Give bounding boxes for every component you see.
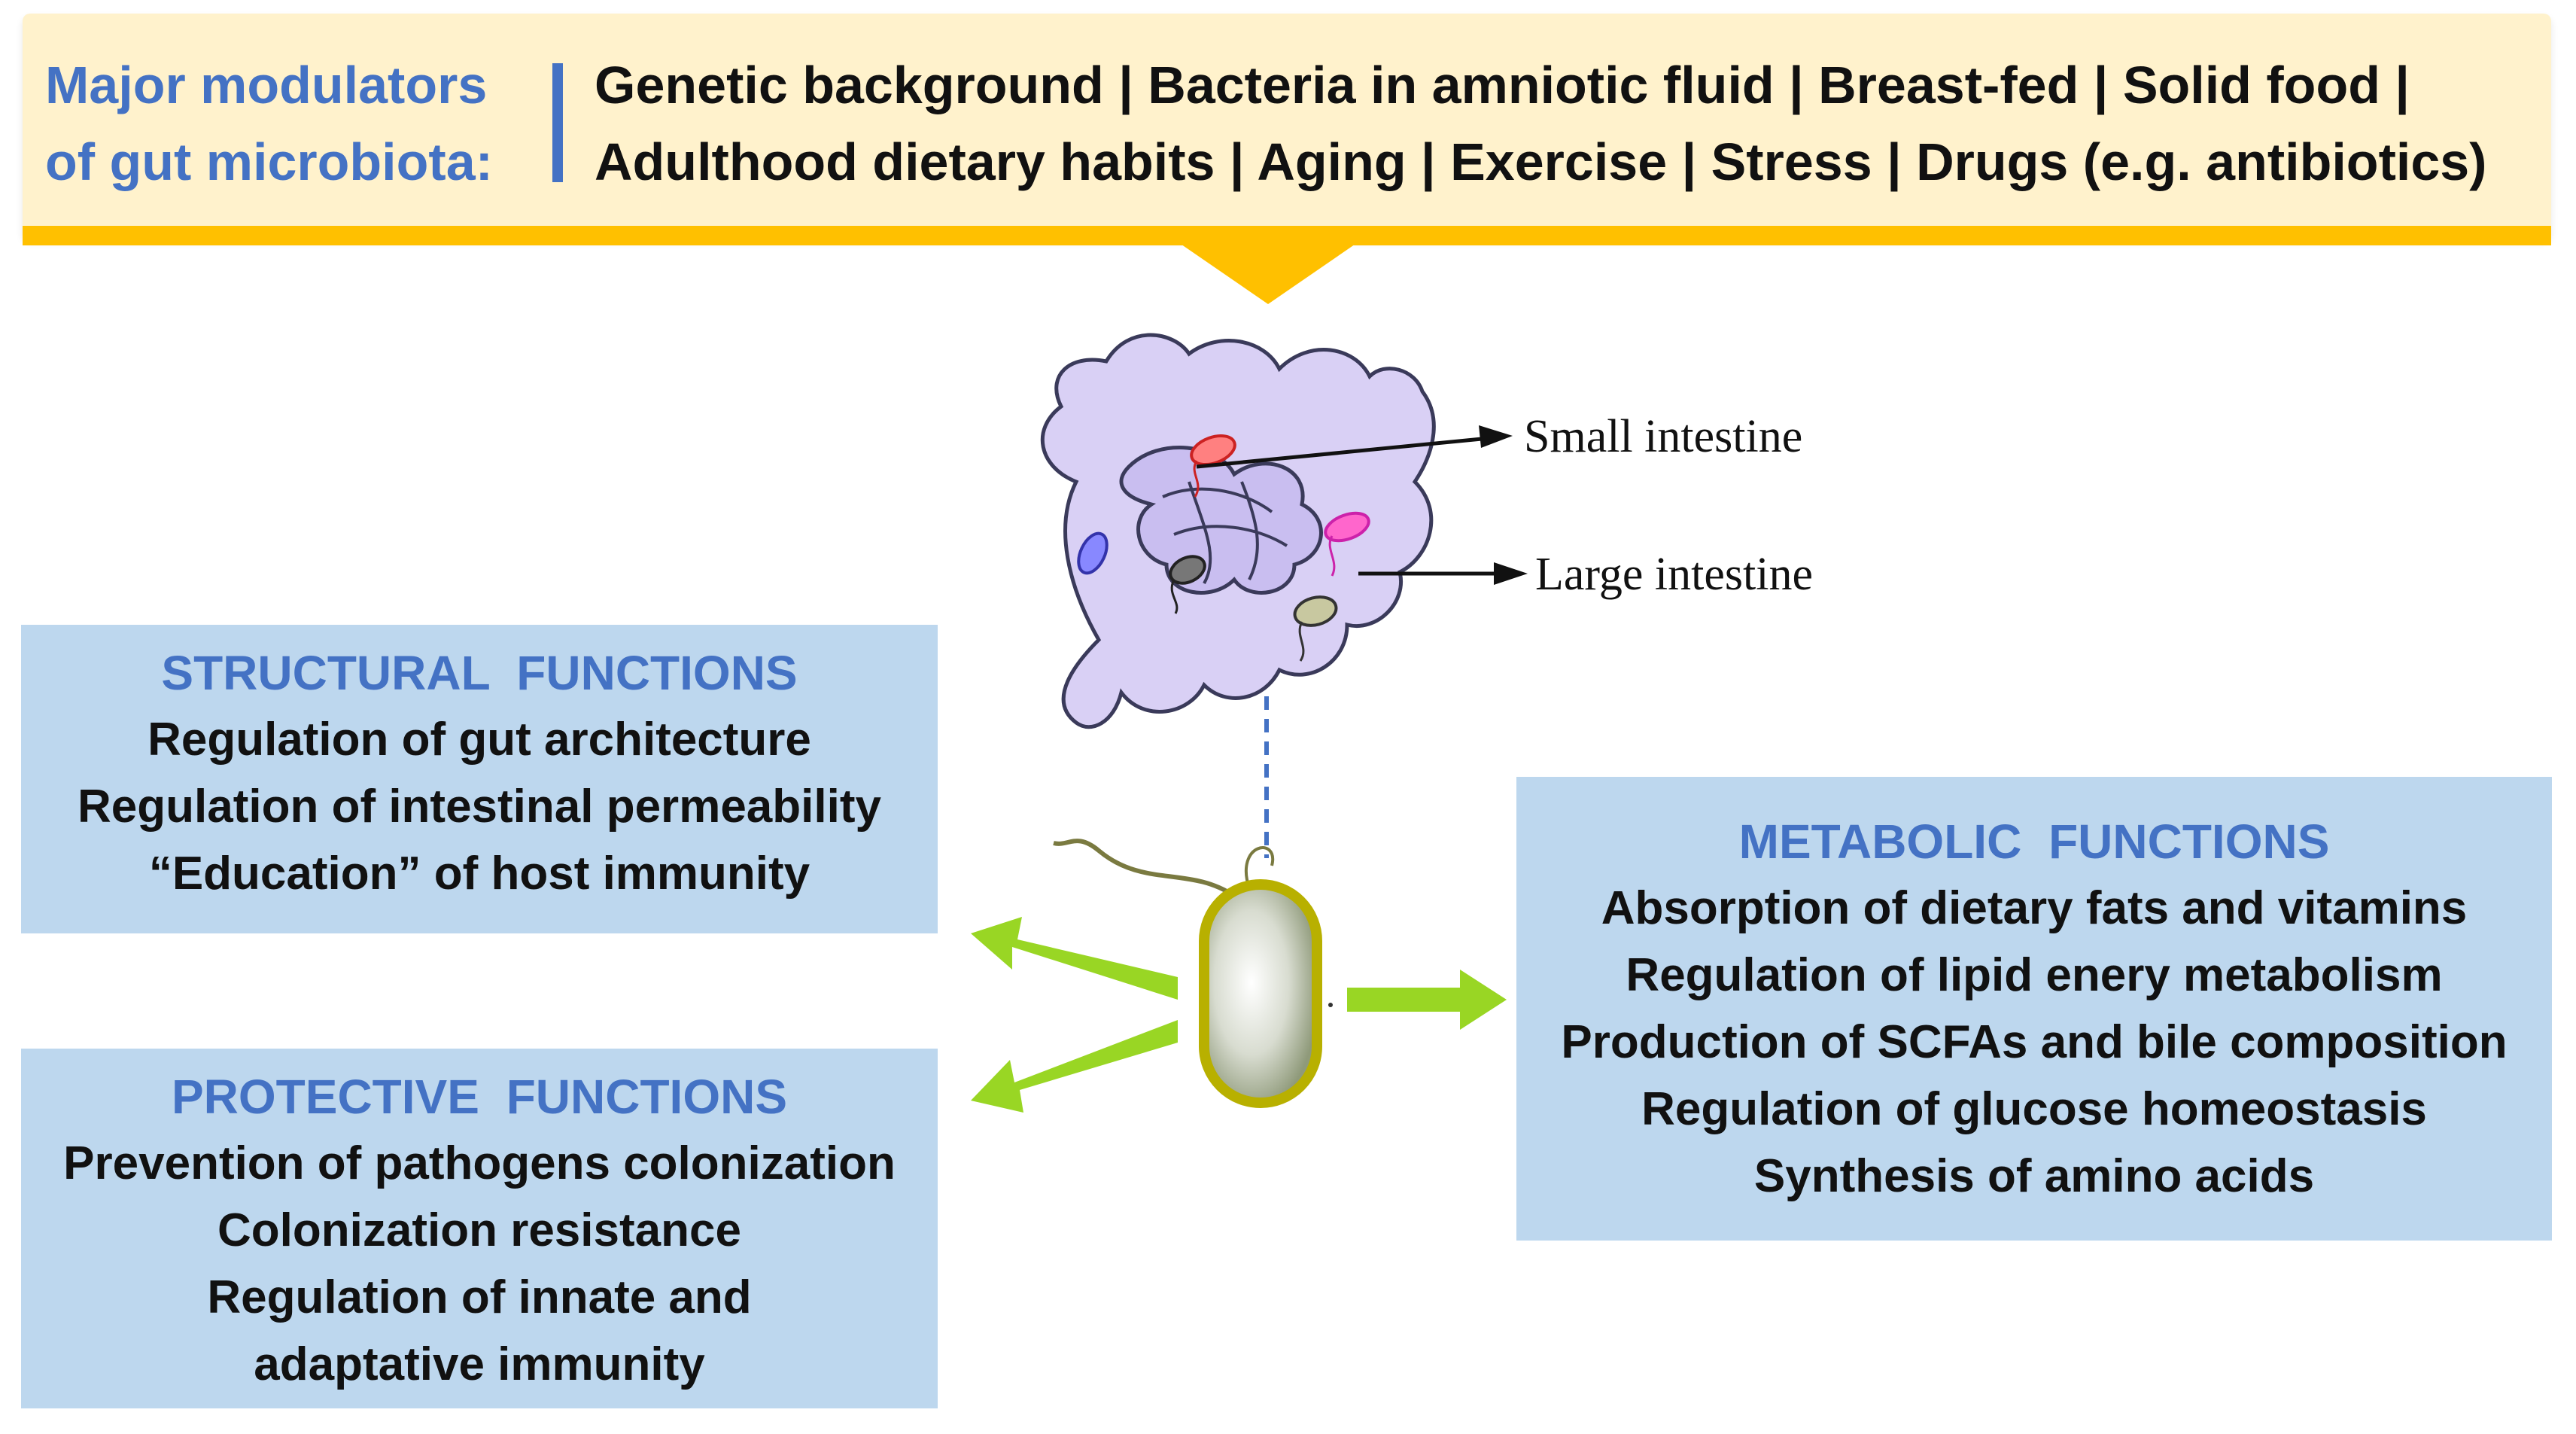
structural-functions-title: STRUCTURAL FUNCTIONS <box>161 646 798 700</box>
metabolic-item: Regulation of lipid enery metabolism <box>1626 949 2443 1001</box>
metabolic-item: Synthesis of amino acids <box>1753 1150 2315 1202</box>
modulators-divider <box>552 63 563 182</box>
bacterium-icon <box>1053 839 1333 1108</box>
green-arrow-icon <box>971 917 1507 1113</box>
small-intestine-label: Small intestine <box>1524 411 1803 462</box>
modulators-list-line-2: Adulthood dietary habits | Aging | Exerc… <box>595 132 2487 191</box>
metabolic-item: Absorption of dietary fats and vitamins <box>1601 882 2468 934</box>
metabolic-functions-box: METABOLIC FUNCTIONS Absorption of dietar… <box>1516 777 2552 1241</box>
protective-item: Colonization resistance <box>217 1204 741 1256</box>
modulators-title-line-1: Major modulators <box>45 56 488 114</box>
protective-functions-box: PROTECTIVE FUNCTIONS Prevention of patho… <box>21 1049 938 1408</box>
metabolic-functions-title: METABOLIC FUNCTIONS <box>1738 814 2330 869</box>
protective-functions-title: PROTECTIVE FUNCTIONS <box>171 1070 788 1124</box>
modulators-list-line-1: Genetic background | Bacteria in amnioti… <box>595 56 2410 114</box>
modulators-banner <box>23 14 2551 238</box>
large-intestine-pointer <box>1358 562 1528 585</box>
modulators-list: Genetic background | Bacteria in amnioti… <box>595 47 2536 200</box>
metabolic-item: Regulation of glucose homeostasis <box>1641 1083 2427 1135</box>
modulators-title: Major modulators of gut microbiota: <box>45 47 527 200</box>
small-intestine-pointer <box>1196 425 1513 469</box>
protective-item: adaptative immunity <box>254 1338 705 1390</box>
structural-item: “Education” of host immunity <box>148 848 811 900</box>
modulators-title-line-2: of gut microbiota: <box>45 132 493 191</box>
structural-item: Regulation of gut architecture <box>148 714 811 766</box>
protective-item: Prevention of pathogens colonization <box>63 1137 896 1189</box>
structural-item: Regulation of intestinal permeability <box>78 781 881 833</box>
intestine-icon <box>1040 333 1436 729</box>
structural-functions-box: STRUCTURAL FUNCTIONS Regulation of gut a… <box>21 625 938 933</box>
large-intestine-label: Large intestine <box>1535 549 1814 600</box>
protective-item: Regulation of innate and <box>207 1271 752 1323</box>
metabolic-item: Production of SCFAs and bile composition <box>1561 1016 2508 1068</box>
down-arrow-icon <box>1174 239 1362 304</box>
